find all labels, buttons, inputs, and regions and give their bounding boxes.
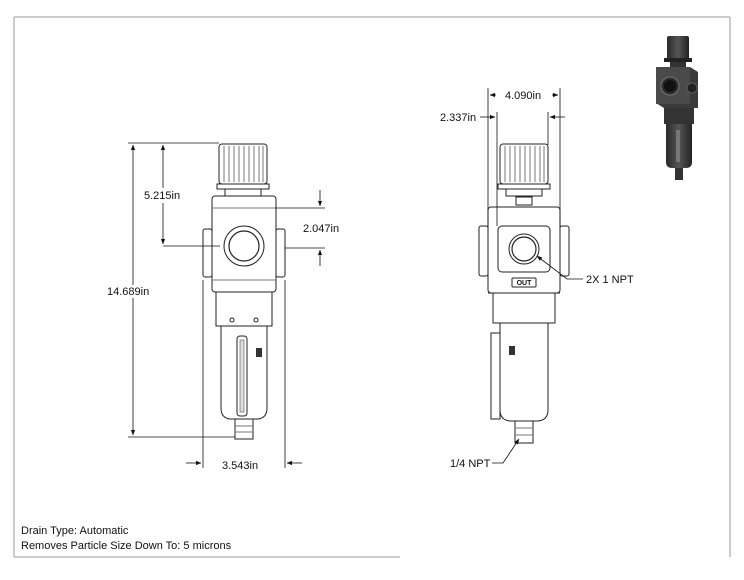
callout-main-ports: 2X 1 NPT	[586, 274, 634, 286]
dim-port-height: 2.047in	[303, 223, 339, 235]
sheet-border	[13, 16, 731, 558]
callout-drain-port: 1/4 NPT	[450, 458, 491, 470]
front-view	[202, 143, 286, 440]
dim-overall-height: 14.689in	[107, 286, 149, 298]
front-dimensions	[128, 142, 325, 468]
out-marking: OUT	[517, 280, 533, 287]
dim-port-offset: 2.337in	[440, 112, 476, 124]
side-view	[478, 143, 570, 444]
dim-top-to-port: 5.215in	[144, 190, 180, 202]
side-dimensions	[480, 88, 583, 464]
note-particle-size: Removes Particle Size Down To: 5 microns	[21, 540, 232, 552]
isometric-product-image	[656, 36, 698, 180]
dim-body-width: 3.543in	[222, 460, 258, 472]
dim-side-width: 4.090in	[505, 90, 541, 102]
note-drain-type: Drain Type: Automatic	[21, 525, 129, 537]
